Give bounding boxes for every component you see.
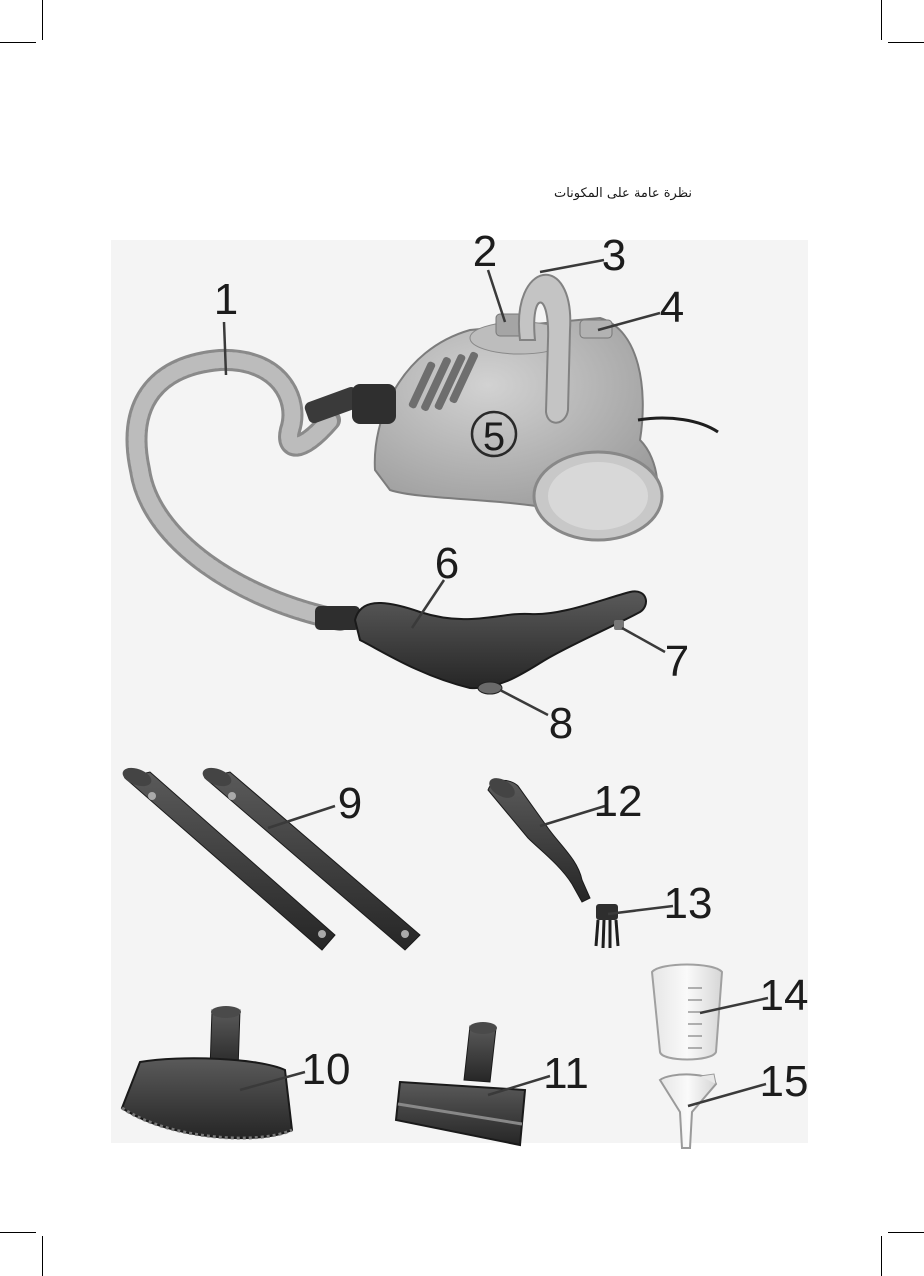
callout-13: 13 <box>664 879 713 928</box>
callout-9: 9 <box>338 779 362 828</box>
extension-tube-icon <box>120 764 420 950</box>
callout-1: 1 <box>214 275 238 324</box>
callout-14: 14 <box>760 971 809 1020</box>
floor-nozzle-icon <box>122 1006 292 1138</box>
measuring-cup-icon <box>652 965 722 1060</box>
window-squeegee-icon <box>396 1022 525 1145</box>
funnel-icon <box>660 1074 716 1148</box>
callout-5: 5 <box>483 415 505 459</box>
callout-2: 2 <box>473 227 497 276</box>
callout-15: 15 <box>760 1057 809 1106</box>
callout-12: 12 <box>594 777 643 826</box>
callout-3: 3 <box>602 231 626 280</box>
steam-hose-icon <box>137 360 363 630</box>
callout-4: 4 <box>660 283 684 332</box>
callout-11: 11 <box>543 1049 589 1098</box>
callout-7: 7 <box>665 637 689 686</box>
callout-8: 8 <box>549 699 573 748</box>
steam-gun-handle-icon <box>355 591 646 694</box>
angled-nozzle-icon <box>486 774 590 902</box>
round-brush-icon <box>596 904 618 948</box>
callout-10: 10 <box>302 1045 351 1094</box>
callout-6: 6 <box>435 539 459 588</box>
